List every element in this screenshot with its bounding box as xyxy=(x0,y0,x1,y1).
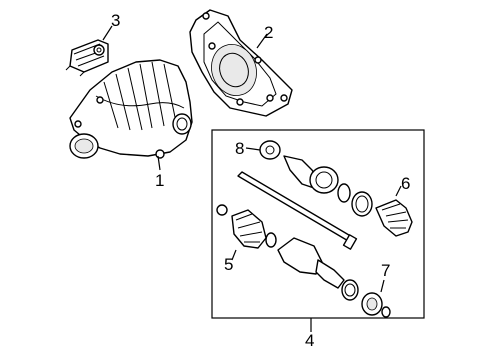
callout-1: 1 xyxy=(155,171,164,190)
bearing-ring-part xyxy=(361,292,391,318)
mount-bracket-part xyxy=(65,39,109,77)
washer-part xyxy=(259,140,281,160)
inboard-joint-upper-part xyxy=(283,155,373,217)
callout-2: 2 xyxy=(264,23,273,42)
leader-line-2 xyxy=(256,33,268,49)
callout-6: 6 xyxy=(401,174,410,193)
leader-line-1 xyxy=(157,155,161,171)
callout-7: 7 xyxy=(381,261,390,280)
leader-line-7 xyxy=(380,279,385,293)
cv-joint-lower-part xyxy=(277,237,359,301)
callout-4: 4 xyxy=(305,331,314,350)
axle-assembly-group-box xyxy=(211,129,425,319)
housing-cover-part xyxy=(189,9,293,117)
callout-8: 8 xyxy=(235,139,244,158)
axle-shaft-part xyxy=(237,171,358,250)
callout-5: 5 xyxy=(224,255,233,274)
inner-boot-part xyxy=(216,204,277,249)
leader-line-3 xyxy=(102,25,113,41)
leader-line-5 xyxy=(231,249,237,261)
callout-3: 3 xyxy=(111,11,120,30)
outer-boot-part xyxy=(375,199,413,237)
leader-line-6 xyxy=(395,185,402,197)
leader-line-8 xyxy=(245,147,261,151)
differential-carrier-part xyxy=(69,59,193,159)
